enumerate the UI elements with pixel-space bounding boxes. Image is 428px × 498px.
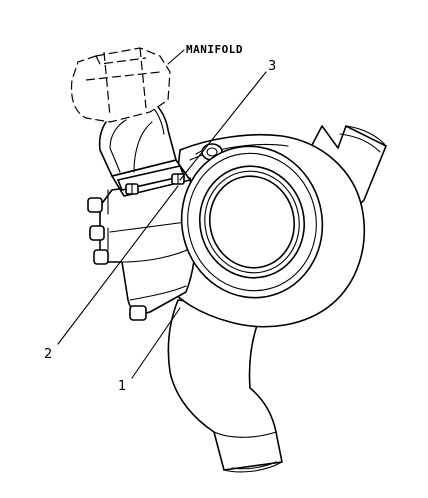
center-housing-block <box>87 177 197 321</box>
leader-2 <box>57 185 179 345</box>
leader-manifold <box>167 49 185 65</box>
leader-lines <box>57 49 267 379</box>
leader-3 <box>179 71 267 181</box>
callout-3-label: 3 <box>268 59 276 74</box>
manifold-reference-outline <box>70 47 171 123</box>
outlet-elbow-pipe <box>167 299 283 473</box>
compressor-inlet <box>180 145 324 299</box>
manifold-label: MANIFOLD <box>186 43 243 56</box>
flange-bolt-left <box>125 183 139 195</box>
flange-bolt-right <box>171 173 185 185</box>
leader-1 <box>131 307 181 379</box>
elbow-flange <box>111 159 191 197</box>
callout-2-label: 2 <box>44 347 52 362</box>
callout-1-label: 1 <box>118 379 126 394</box>
